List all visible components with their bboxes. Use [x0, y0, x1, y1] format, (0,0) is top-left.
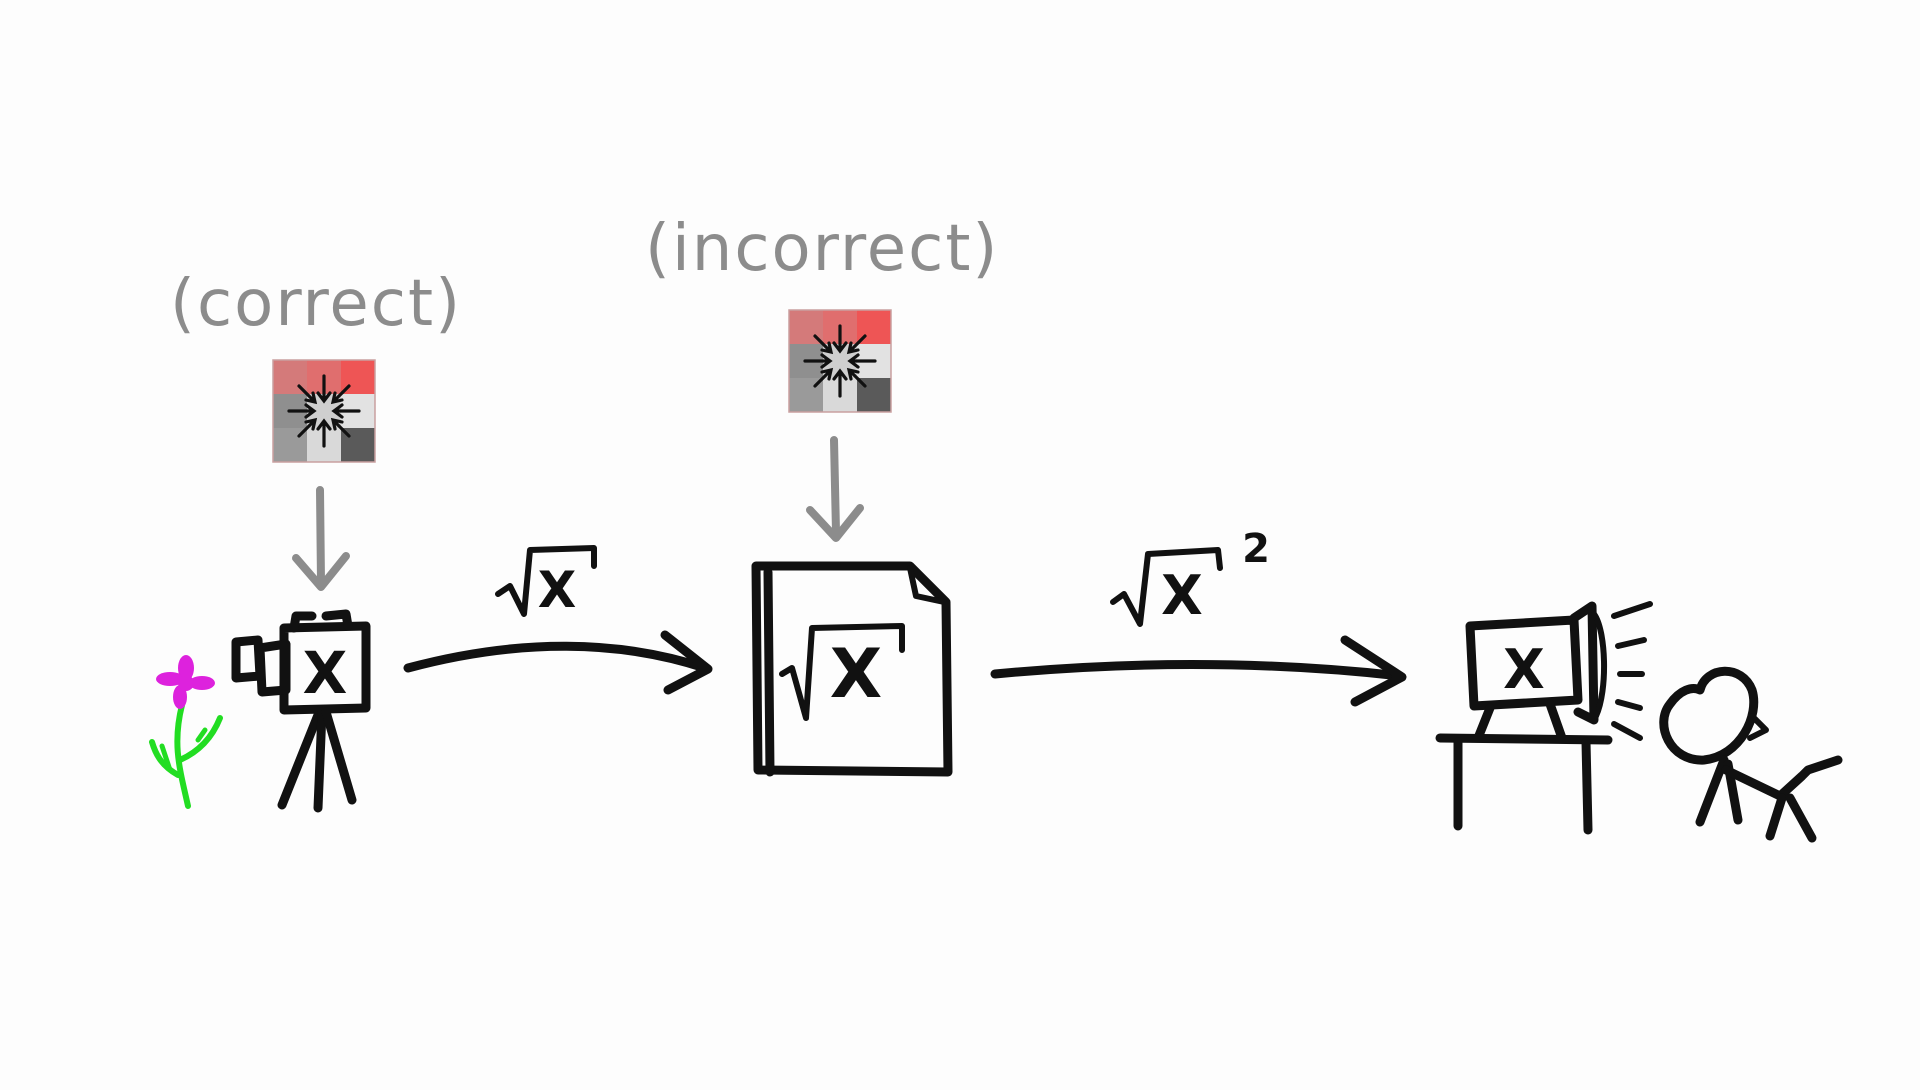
- gamma-compress-icon: [788, 309, 892, 413]
- document-icon: [751, 561, 953, 777]
- gamma-tile-border: [272, 359, 376, 463]
- sqrt-sign-icon: [1110, 547, 1223, 627]
- down-arrow-icon: [806, 436, 864, 542]
- stick-figure-viewer-icon: [1659, 666, 1843, 843]
- light-rays-icon: [1611, 601, 1653, 741]
- flower-petals: [156, 655, 215, 709]
- arrow1-x-label: X: [538, 561, 577, 619]
- sqrt-arrow-1: [403, 630, 713, 695]
- camera-on-tripod-icon: [231, 609, 371, 813]
- sqrt-squared-arrow: [990, 635, 1407, 707]
- monitor-on-desk-icon: [1435, 601, 1613, 835]
- document-x-label: X: [830, 635, 882, 714]
- compress-arrows: [287, 374, 361, 448]
- arrow2-x-label: X: [1161, 564, 1203, 627]
- arrow2-exponent-label: 2: [1242, 526, 1270, 572]
- compress-arrows: [803, 324, 877, 398]
- sqrt-sign-icon: [779, 623, 905, 721]
- correct-label: (correct): [170, 267, 462, 341]
- gamma-tile-border: [788, 309, 892, 413]
- down-arrow-icon: [292, 486, 350, 591]
- monitor-x-label: X: [1503, 638, 1545, 701]
- gamma-compress-icon: [272, 359, 376, 463]
- incorrect-label: (incorrect): [645, 212, 999, 286]
- camera-x-label: X: [303, 639, 348, 707]
- sqrt-sign-icon: [495, 545, 597, 617]
- flower-icon: [149, 655, 223, 809]
